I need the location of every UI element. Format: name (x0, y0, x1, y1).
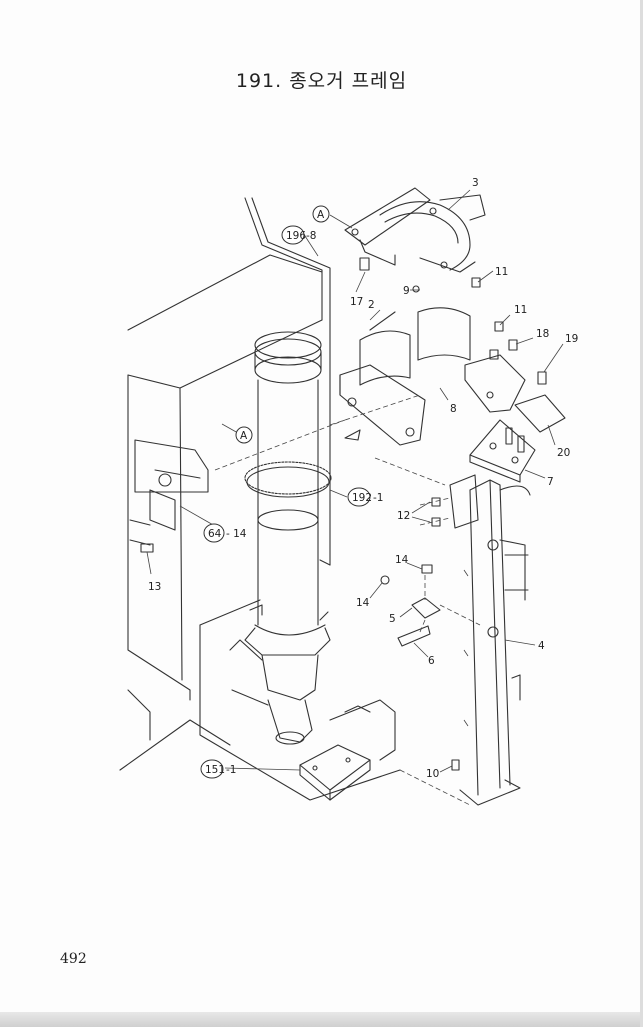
detail-a-callout-mid: A (235, 426, 253, 444)
clip-parts (380, 564, 441, 647)
page-title: 191. 종오거 프레임 (235, 70, 408, 92)
scan-edge-band (0, 1012, 643, 1027)
machine-housing (119, 197, 401, 801)
clamp-upper (344, 187, 486, 273)
part-17-label: 17 (350, 296, 363, 308)
part-19-label: 19 (565, 333, 578, 345)
callout-192-number: 192 (352, 492, 372, 504)
callout-192-suffix: -1 (373, 492, 383, 504)
scan-right-edge (640, 0, 643, 1027)
part-14b-label: 14 (356, 597, 370, 609)
page-number: 492 (60, 951, 87, 967)
callout-151-number: 151 (205, 764, 225, 776)
part-12-label: 12 (397, 510, 410, 522)
part-2-label: 2 (368, 299, 375, 311)
part-11b-label: 11 (514, 304, 527, 316)
part-18-label: 18 (536, 328, 549, 340)
part-6-label: 6 (428, 655, 435, 667)
clamp-lower (339, 307, 526, 446)
auger-tube (229, 331, 332, 745)
bolts (359, 257, 547, 771)
assembly-lines (214, 394, 481, 806)
callout-64-suffix: - 14 (226, 528, 247, 540)
detail-a-top-label: A (317, 209, 325, 221)
part-10-label: 10 (426, 768, 439, 780)
leader-lines (179, 189, 564, 773)
vertical-post (449, 474, 531, 806)
detail-a-mid-label: A (240, 430, 248, 442)
part-9-label: 9 (403, 285, 410, 297)
part-3-label: 3 (472, 177, 479, 189)
part-7-label: 7 (547, 476, 554, 488)
part-4-label: 4 (538, 640, 545, 652)
mount-bracket (469, 394, 566, 483)
part-11a-label: 11 (495, 266, 508, 278)
callout-64-number: 64 (208, 528, 222, 540)
callout-196: 196 -8 (281, 225, 316, 245)
callout-151-suffix: -1 (226, 764, 236, 776)
part-13-label: 13 (148, 581, 161, 593)
part-5-label: 5 (389, 613, 396, 625)
detail-a-callout-top: A (312, 205, 330, 223)
part-8-label: 8 (450, 403, 457, 415)
callout-196-suffix: -8 (306, 230, 316, 242)
callout-64: 64 - 14 (203, 523, 247, 543)
part-14a-label: 14 (395, 554, 409, 566)
callout-192: 192 -1 (347, 487, 383, 507)
callout-151: 151 -1 (200, 759, 236, 779)
callout-196-number: 196 (286, 230, 306, 242)
part-labels: 3 17 9 11 2 11 18 19 8 20 7 12 14 14 5 6… (148, 177, 578, 780)
base-plate (299, 699, 396, 801)
side-bracket (129, 439, 209, 575)
part-20-label: 20 (557, 447, 570, 459)
